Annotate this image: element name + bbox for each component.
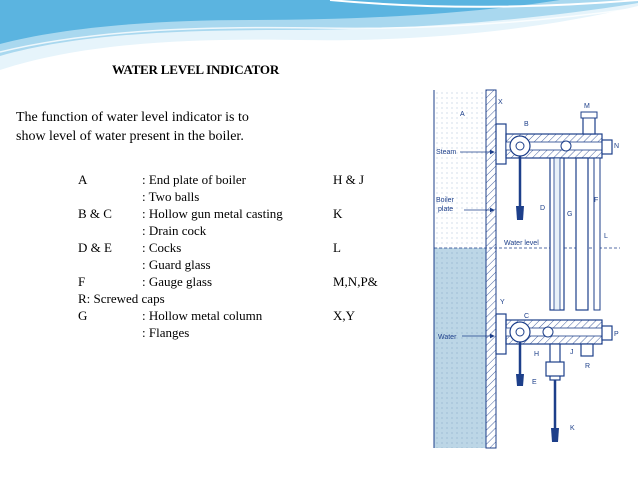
legend-letter: D & E <box>78 240 112 255</box>
label-a: A <box>460 111 465 118</box>
label-j: J <box>570 349 574 356</box>
label-e: E <box>532 379 537 386</box>
legend-letter-2: H & J <box>333 172 365 187</box>
legend-desc: : Hollow metal column <box>142 308 263 323</box>
legend-letter-2: K <box>333 206 343 221</box>
label-k: K <box>570 425 575 432</box>
label-boiler-plate-1: Boiler <box>436 197 455 204</box>
label-l: L <box>604 233 608 240</box>
legend-letter: G <box>78 308 88 323</box>
legend-desc: : Gauge glass <box>142 274 213 289</box>
label-y: Y <box>500 299 505 306</box>
label-steam: Steam <box>436 149 456 156</box>
label-c: C <box>524 313 529 320</box>
legend-desc: : Guard glass <box>142 257 211 272</box>
legend-letter: B & C <box>78 206 112 221</box>
intro-text: The function of water level indicator is… <box>16 108 316 146</box>
label-g: G <box>567 211 572 218</box>
label-r: R <box>585 363 590 370</box>
label-p: P <box>614 331 619 338</box>
legend-desc: : Flanges <box>142 325 190 340</box>
legend-letter-2: M,N,P& <box>333 274 378 289</box>
legend-letter: F <box>78 274 86 289</box>
label-f: F <box>594 197 598 204</box>
water-level-indicator-diagram: A X B M N Steam Boiler plate D G F L Wat… <box>433 89 620 449</box>
legend-letter-2: L <box>333 240 341 255</box>
label-d: D <box>540 205 545 212</box>
label-m: M <box>584 103 590 110</box>
label-x: X <box>498 99 503 106</box>
header-wave-decoration <box>0 0 638 70</box>
slide-title: WATER LEVEL INDICATOR <box>112 62 280 77</box>
legend-desc: : Cocks <box>142 240 182 255</box>
legend-desc: : Two balls <box>142 189 200 204</box>
legend-desc: : Hollow gun metal casting <box>142 206 283 221</box>
intro-line-2: show level of water present in the boile… <box>16 129 244 144</box>
label-n: N <box>614 143 619 150</box>
legend-desc: : End plate of boiler <box>142 172 246 187</box>
label-water-level: Water level <box>504 240 539 247</box>
label-water: Water <box>438 334 457 341</box>
label-b: B <box>524 121 529 128</box>
legend-desc: : Drain cock <box>142 223 207 238</box>
label-boiler-plate-2: plate <box>438 206 453 213</box>
label-h: H <box>534 351 539 358</box>
legend-letter: R: Screwed caps <box>78 291 165 306</box>
legend-letter-2: X,Y <box>333 308 356 323</box>
intro-line-1: The function of water level indicator is… <box>16 110 249 125</box>
legend-letter: A <box>78 172 88 187</box>
